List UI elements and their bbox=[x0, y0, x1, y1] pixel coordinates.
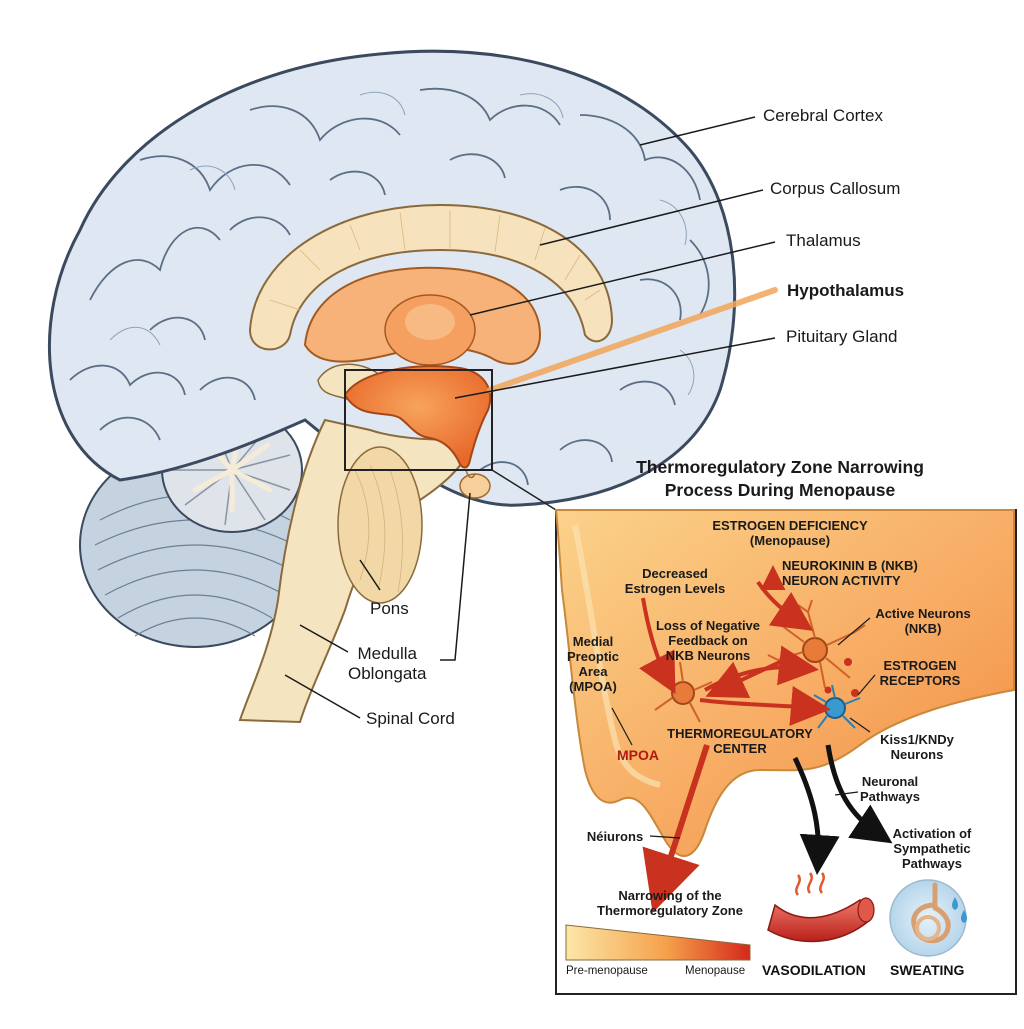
label-mpoa-line2: Preoptic bbox=[566, 649, 619, 664]
label-pituitary-gland: Pituitary Gland bbox=[786, 327, 898, 346]
label-activation-sympathetic: Activation of Sympathetic Pathways bbox=[872, 826, 992, 871]
zoom-box bbox=[344, 369, 493, 471]
hypothalamus bbox=[343, 365, 492, 499]
label-mpoa-line1: Medial bbox=[572, 634, 614, 649]
thalamus bbox=[303, 266, 542, 366]
label-loss-of-feedback: Loss of Negative Feedback on NKB Neurons bbox=[640, 618, 776, 663]
label-pre-menopause: Pre-menopause bbox=[566, 965, 648, 977]
label-medulla-line1: Medulla bbox=[357, 644, 417, 663]
label-narrowing-line2: Thermoregulatory Zone bbox=[597, 903, 743, 918]
label-decreased-line1: Decreased bbox=[642, 566, 708, 581]
label-pathways-line1: Neuronal bbox=[861, 774, 919, 789]
label-mpoa-short: MPOA bbox=[617, 747, 659, 763]
label-loss-line2: Feedback on bbox=[668, 633, 748, 648]
label-nkb-activity-line1: NEUROKININ B (NKB) bbox=[782, 558, 918, 573]
label-nkb-activity: NEUROKININ B (NKB) NEURON ACTIVITY bbox=[782, 558, 942, 588]
label-decreased-estrogen: Decreased Estrogen Levels bbox=[612, 566, 738, 596]
inset-title: Thermoregulatory Zone Narrowing Process … bbox=[560, 456, 1000, 502]
label-decreased-line2: Estrogen Levels bbox=[624, 581, 726, 596]
label-receptors-line1: ESTROGEN bbox=[883, 658, 957, 673]
label-estrogen-deficiency-line1: ESTROGEN DEFICIENCY bbox=[712, 518, 868, 533]
label-loss-line1: Loss of Negative bbox=[655, 618, 761, 633]
label-receptors-line2: RECEPTORS bbox=[879, 673, 961, 688]
label-nkb-activity-line2: NEURON ACTIVITY bbox=[782, 573, 901, 588]
label-loss-line3: NKB Neurons bbox=[665, 648, 751, 663]
label-kiss1-neurons: Kiss1/KNDy Neurons bbox=[862, 732, 972, 762]
label-hypothalamus: Hypothalamus bbox=[787, 281, 905, 300]
label-narrowing-zone: Narrowing of the Thermoregulatory Zone bbox=[590, 888, 750, 918]
label-active-neurons: Active Neurons (NKB) bbox=[858, 606, 988, 636]
label-thermo-line2: CENTER bbox=[713, 741, 767, 756]
label-active-line1: Active Neurons bbox=[875, 606, 971, 621]
label-active-line2: (NKB) bbox=[904, 621, 942, 636]
label-vasodilation: VASODILATION bbox=[762, 962, 866, 978]
zoom-connector bbox=[491, 469, 557, 511]
label-medulla-oblongata: Medulla Oblongata bbox=[348, 644, 426, 684]
label-pathways-line2: Pathways bbox=[860, 789, 920, 804]
label-kiss-line1: Kiss1/KNDy bbox=[880, 732, 954, 747]
orange-pathway bbox=[487, 287, 778, 393]
inset-leader-lines bbox=[611, 617, 876, 839]
label-activation-line1: Activation of bbox=[892, 826, 972, 841]
label-thermoregulatory-center: THERMOREGULATORY CENTER bbox=[660, 726, 820, 756]
label-mpoa-line3: Area bbox=[578, 664, 608, 679]
leader-lines bbox=[284, 116, 776, 719]
label-kiss-line2: Neurons bbox=[890, 747, 944, 762]
label-narrowing-line1: Narrowing of the bbox=[618, 888, 722, 903]
output-arrows bbox=[792, 744, 893, 875]
inset-title-line1: Thermoregulatory Zone Narrowing bbox=[636, 457, 924, 477]
label-neuronal-pathways: Neuronal Pathways bbox=[850, 774, 930, 804]
sweating-gland bbox=[889, 879, 967, 957]
label-activation-line3: Pathways bbox=[902, 856, 962, 871]
label-thalamus: Thalamus bbox=[786, 231, 861, 250]
label-sweating: SWEATING bbox=[890, 962, 965, 978]
label-menopause: Menopause bbox=[685, 965, 746, 977]
label-estrogen-deficiency-line2: (Menopause) bbox=[749, 533, 831, 548]
label-spinal-cord: Spinal Cord bbox=[366, 709, 455, 728]
label-corpus-callosum: Corpus Callosum bbox=[770, 179, 901, 198]
label-pons: Pons bbox=[370, 599, 409, 618]
thermoregulatory-zone-bar bbox=[565, 924, 751, 961]
label-mpoa-line4: (MPOA) bbox=[569, 679, 617, 694]
label-estrogen-receptors: ESTROGEN RECEPTORS bbox=[860, 658, 980, 688]
inset-title-line2: Process During Menopause bbox=[664, 480, 896, 500]
label-mpoa-full: Medial Preoptic Area (MPOA) bbox=[558, 634, 628, 694]
label-activation-line2: Sympathetic bbox=[893, 841, 971, 856]
label-thermo-line1: THERMOREGULATORY bbox=[667, 726, 813, 741]
label-estrogen-deficiency: ESTROGEN DEFICIENCY (Menopause) bbox=[690, 518, 890, 548]
corpus-callosum bbox=[248, 203, 614, 351]
label-neurons: Néiurons bbox=[586, 829, 644, 844]
vasodilation-vessel bbox=[767, 872, 875, 943]
label-cerebral-cortex: Cerebral Cortex bbox=[763, 106, 883, 125]
label-medulla-line2: Oblongata bbox=[348, 664, 427, 683]
